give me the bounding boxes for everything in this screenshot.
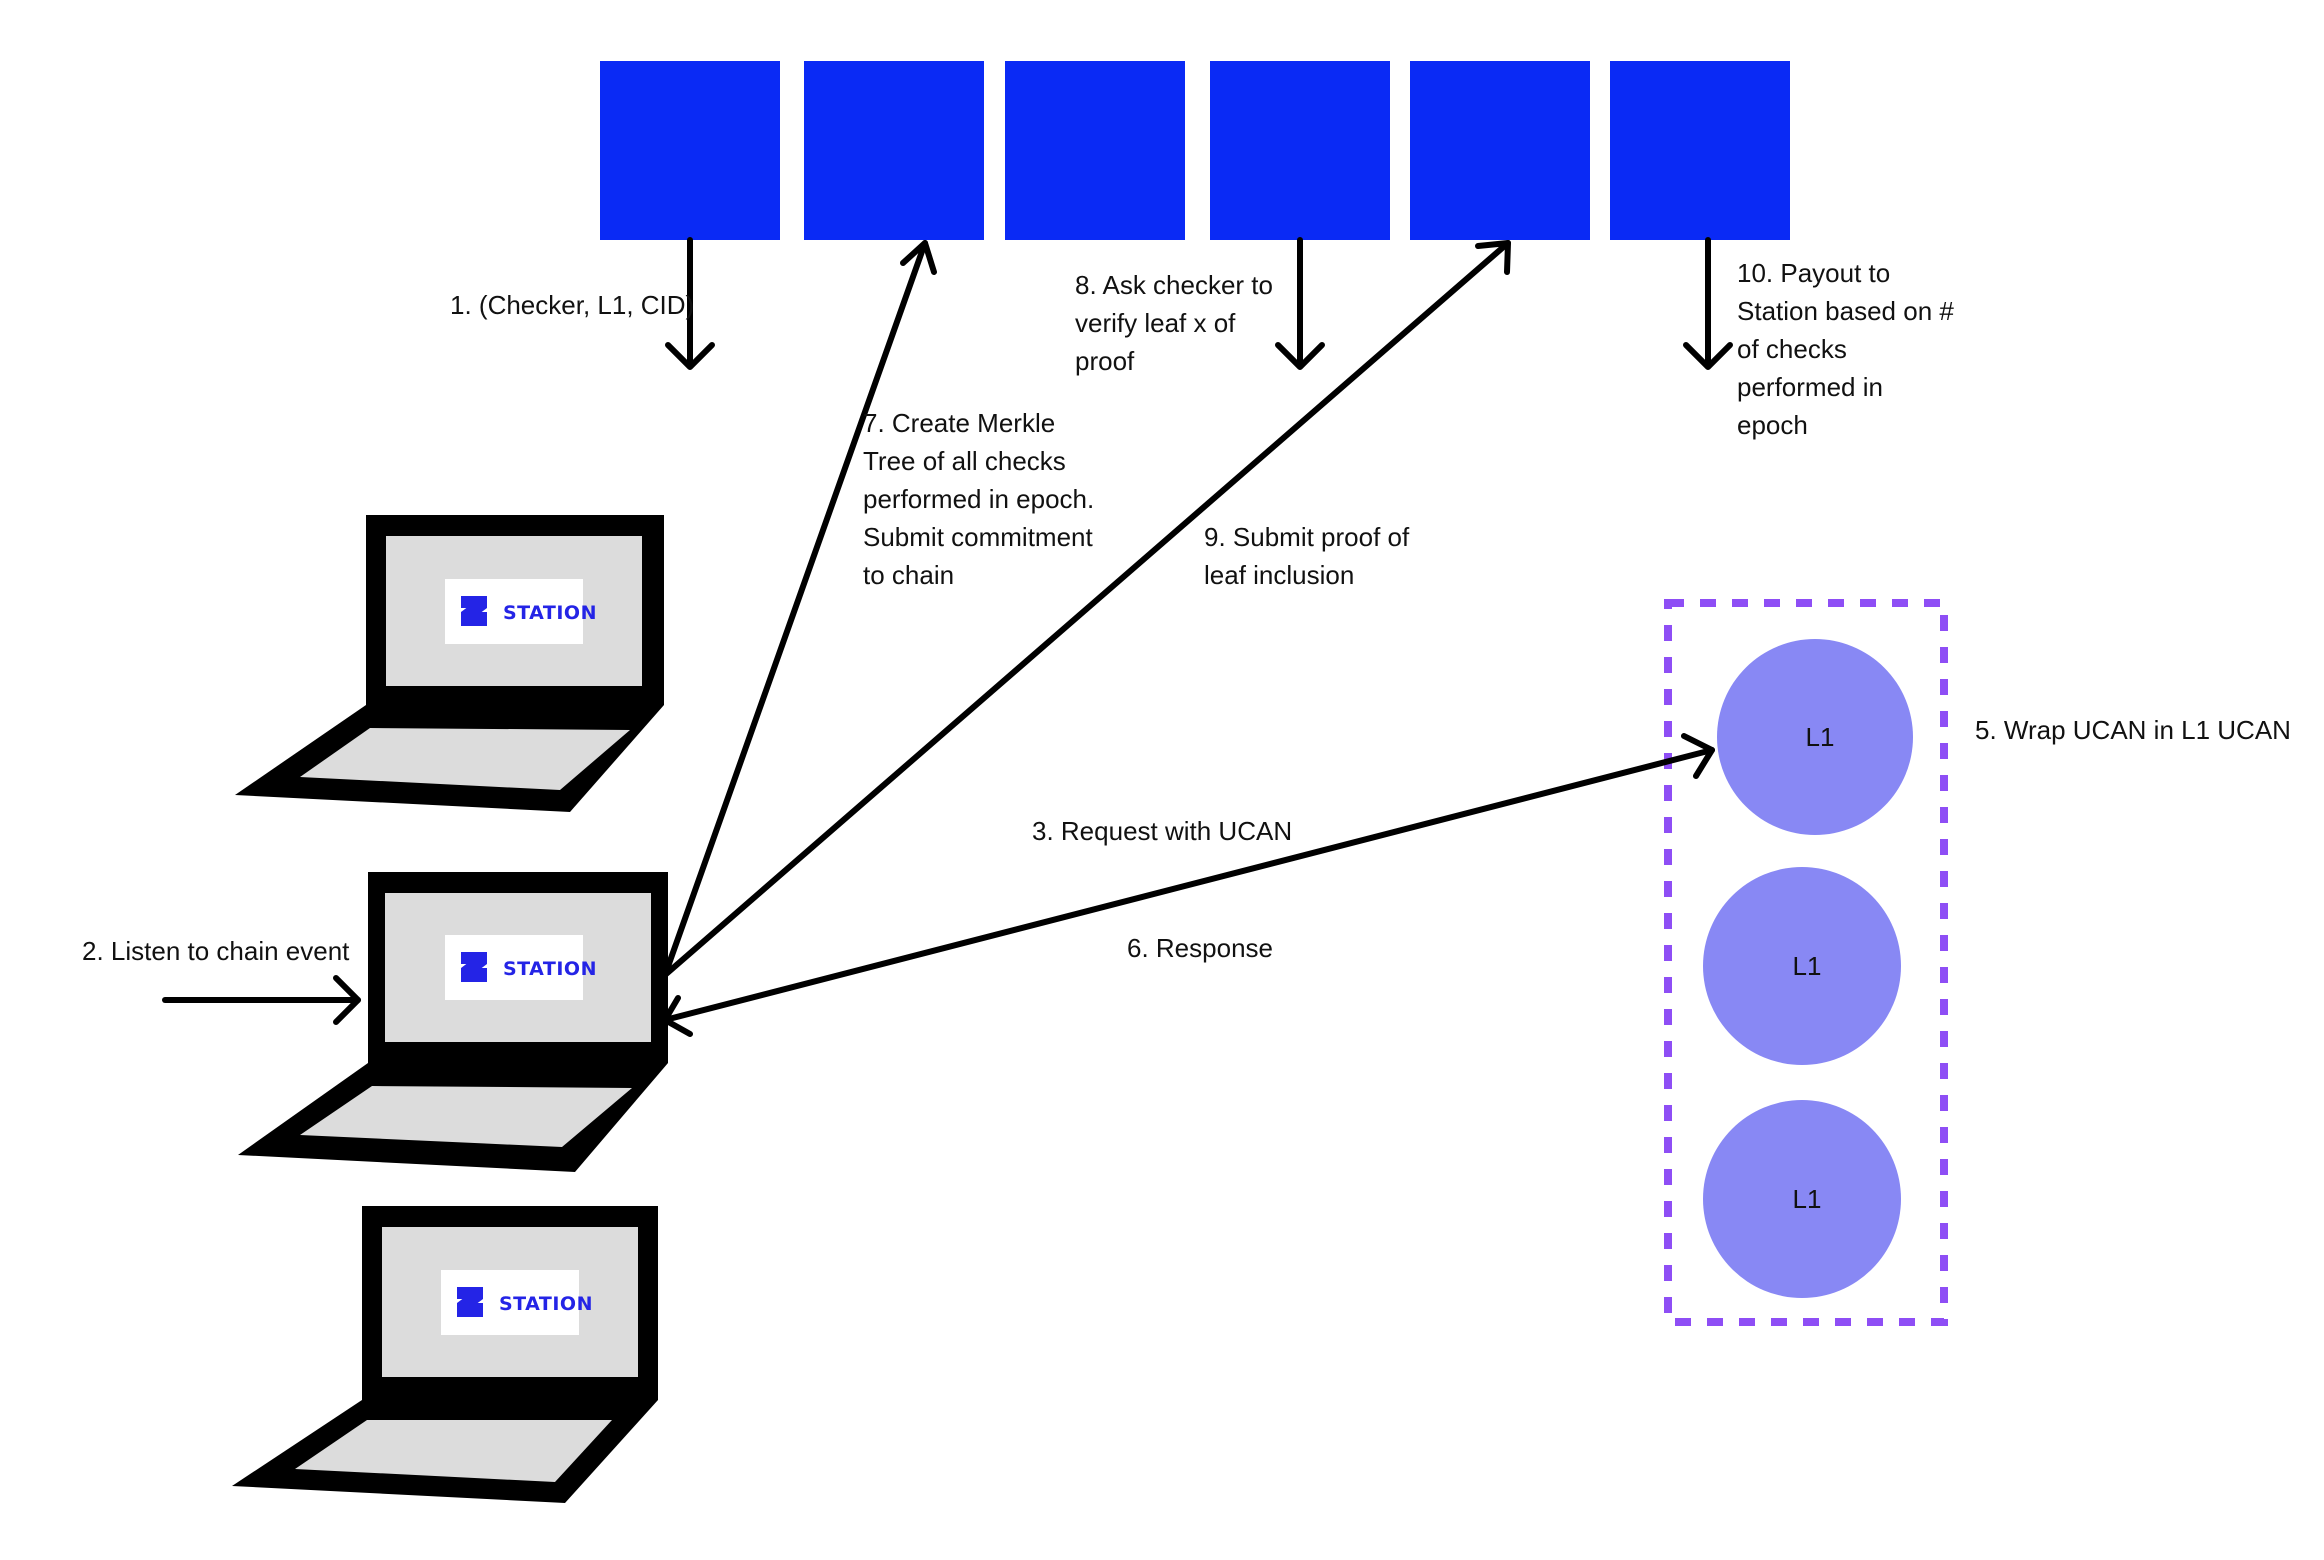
laptop-keyboard bbox=[300, 728, 630, 790]
arrows bbox=[162, 237, 1733, 1037]
arrow-step-3-6 bbox=[662, 733, 1715, 1037]
station-logo-text: STATION bbox=[503, 602, 597, 624]
laptop-keyboard bbox=[295, 1420, 612, 1482]
laptop-station-1[interactable]: STATION bbox=[235, 515, 664, 812]
station-logo-text: STATION bbox=[503, 958, 597, 980]
chain-block[interactable] bbox=[1410, 61, 1590, 240]
laptop-station-2[interactable]: STATION bbox=[238, 872, 668, 1172]
arrow-step-10 bbox=[1683, 237, 1733, 370]
step-7-label: 7. Create Merkle Tree of all checks perf… bbox=[863, 408, 1095, 590]
station-logo-text: STATION bbox=[499, 1293, 593, 1315]
arrow-step-1 bbox=[665, 237, 715, 370]
l1-node-label: L1 bbox=[1806, 722, 1835, 752]
l1-node-label: L1 bbox=[1793, 951, 1822, 981]
laptop-keyboard bbox=[300, 1086, 632, 1147]
chain-block[interactable] bbox=[804, 61, 984, 240]
l1-node[interactable] bbox=[1703, 867, 1901, 1065]
arrow-step-8 bbox=[1275, 237, 1325, 370]
l1-node-group: L1 L1 L1 bbox=[1664, 599, 1948, 1326]
chain-block[interactable] bbox=[1005, 61, 1185, 240]
chain-blocks bbox=[600, 61, 1790, 240]
step-9-label: 9. Submit proof of leaf inclusion bbox=[1204, 522, 1410, 590]
chain-block[interactable] bbox=[600, 61, 780, 240]
l1-group-border bbox=[1664, 599, 1948, 1326]
l1-node[interactable] bbox=[1703, 1100, 1901, 1298]
arrow-step-9 bbox=[662, 240, 1511, 978]
laptop-station-3[interactable]: STATION bbox=[232, 1206, 658, 1503]
step-8-label: 8. Ask checker to verify leaf x of proof bbox=[1075, 270, 1273, 376]
chain-block[interactable] bbox=[1210, 61, 1390, 240]
step-5-label: 5. Wrap UCAN in L1 UCAN bbox=[1975, 715, 2291, 745]
l1-node[interactable] bbox=[1717, 639, 1913, 835]
arrow-step-7 bbox=[662, 240, 937, 978]
step-2-label: 2. Listen to chain event bbox=[82, 936, 350, 966]
step-6-label: 6. Response bbox=[1127, 933, 1273, 963]
step-3-label: 3. Request with UCAN bbox=[1032, 816, 1293, 846]
step-1-label: 1. (Checker, L1, CID) bbox=[450, 290, 695, 320]
chain-block[interactable] bbox=[1610, 61, 1790, 240]
step-10-label: 10. Payout to Station based on # of chec… bbox=[1737, 258, 1954, 440]
l1-node-label: L1 bbox=[1793, 1184, 1822, 1214]
arrow-step-2 bbox=[162, 975, 361, 1025]
